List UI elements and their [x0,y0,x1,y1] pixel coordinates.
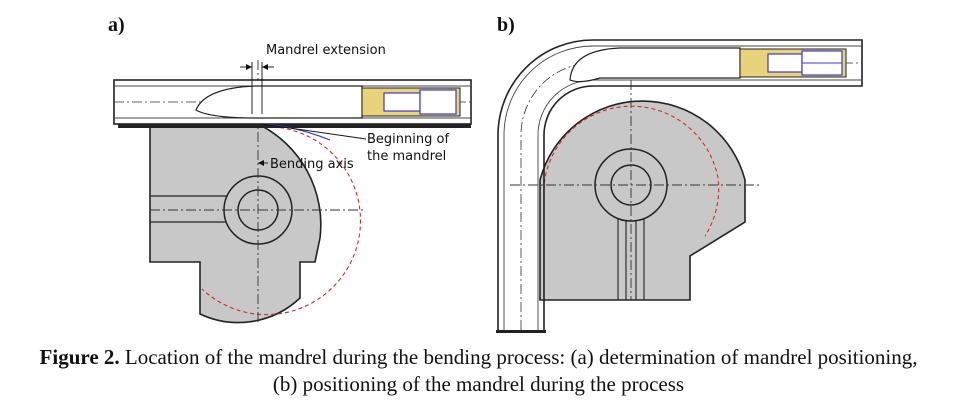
mandrel-body-b [569,47,741,83]
caption-line1: Figure 2. Location of the mandrel during… [0,344,957,371]
caption-text-line1: Location of the mandrel during the bendi… [119,345,918,369]
callout-beginning-line2: the mandrel [367,149,447,164]
caption-prefix: Figure 2. [39,345,120,369]
callout-beginning-of-mandrel: Beginning of the mandrel [367,131,449,165]
caption-line2: (b) positioning of the mandrel during th… [272,372,685,396]
panel-label-b: b) [497,14,515,36]
bent-tube-b [497,39,863,330]
groove-channel-a [150,195,240,223]
clamp-bar-a [118,124,471,128]
callout-bending-axis: Bending axis [270,157,354,172]
figure-caption: Figure 2. Location of the mandrel during… [0,344,957,398]
red-dashed-profile-a [154,126,361,316]
callout-beginning-line1: Beginning of [367,132,450,147]
panel-a-drawing [113,60,472,325]
panel-b-drawing [496,39,863,333]
panel-label-a: a) [108,14,125,36]
red-dashed-profile-b [543,105,720,295]
callout-mandrel-extension: Mandrel extension [266,43,386,58]
mandrel-body-a [195,85,363,119]
